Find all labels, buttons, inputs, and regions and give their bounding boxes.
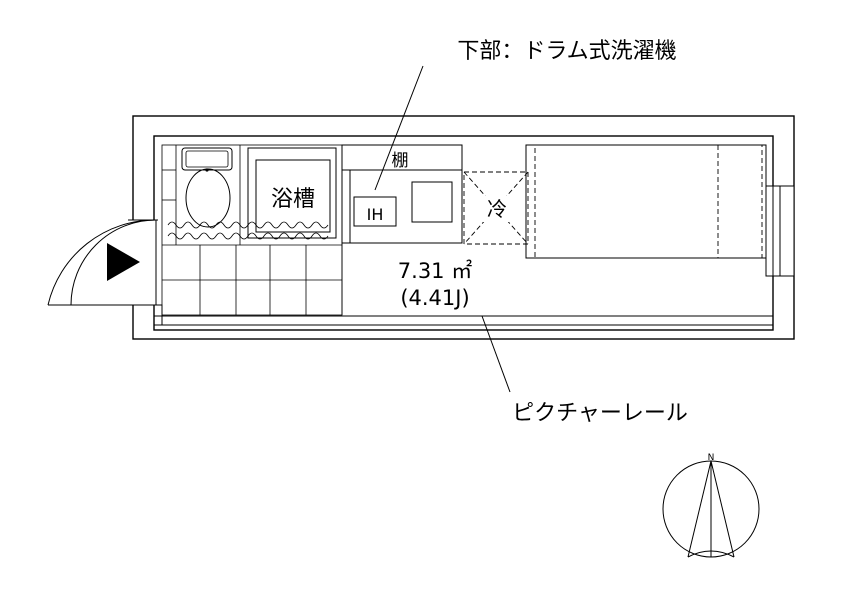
north-label: N — [708, 453, 715, 463]
washer-annotation: 下部：ドラム式洗濯機 — [374, 39, 677, 191]
kitchen-counter: 棚 IH — [341, 144, 463, 244]
bathtub: 浴槽 — [247, 147, 337, 239]
area-sqm: 7.31 ㎡ — [398, 259, 472, 283]
bathtub-label: 浴槽 — [271, 187, 315, 212]
entrance-door — [47, 219, 158, 306]
picture-rail-label: ピクチャーレール — [512, 401, 688, 426]
toilet-icon — [181, 147, 233, 228]
entrance-arrow-icon — [107, 243, 140, 281]
area-jo: (4.41J) — [400, 286, 469, 310]
window — [765, 185, 795, 277]
refrigerator: 冷 — [463, 171, 529, 245]
washer-note: 下部：ドラム式洗濯機 — [457, 39, 676, 64]
ih-label: IH — [367, 205, 384, 224]
north-arrow-icon: N — [662, 453, 760, 558]
shelf-label: 棚 — [392, 151, 409, 171]
picture-rail-annotation: ピクチャーレール — [481, 315, 688, 426]
fridge-label: 冷 — [487, 197, 507, 221]
outer-walls — [132, 115, 795, 340]
